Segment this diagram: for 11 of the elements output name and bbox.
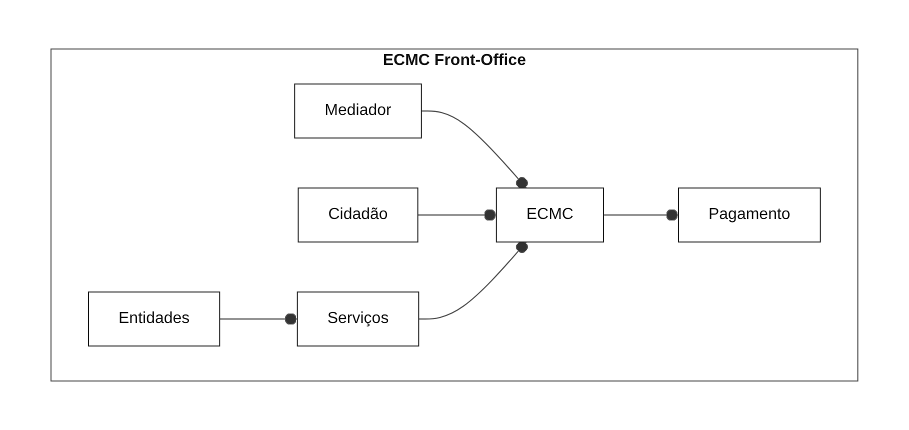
connector <box>421 110 528 190</box>
node-box: Entidades <box>88 292 220 346</box>
node-box: Mediador <box>294 84 422 138</box>
node-box: Serviços <box>296 292 420 346</box>
connector <box>418 240 528 320</box>
connector <box>604 208 679 222</box>
connector <box>418 208 496 222</box>
node-box: ECMC <box>496 188 604 242</box>
node-box: Cidadão <box>298 188 418 242</box>
node-box: Pagamento <box>678 188 821 242</box>
connector <box>220 312 298 326</box>
